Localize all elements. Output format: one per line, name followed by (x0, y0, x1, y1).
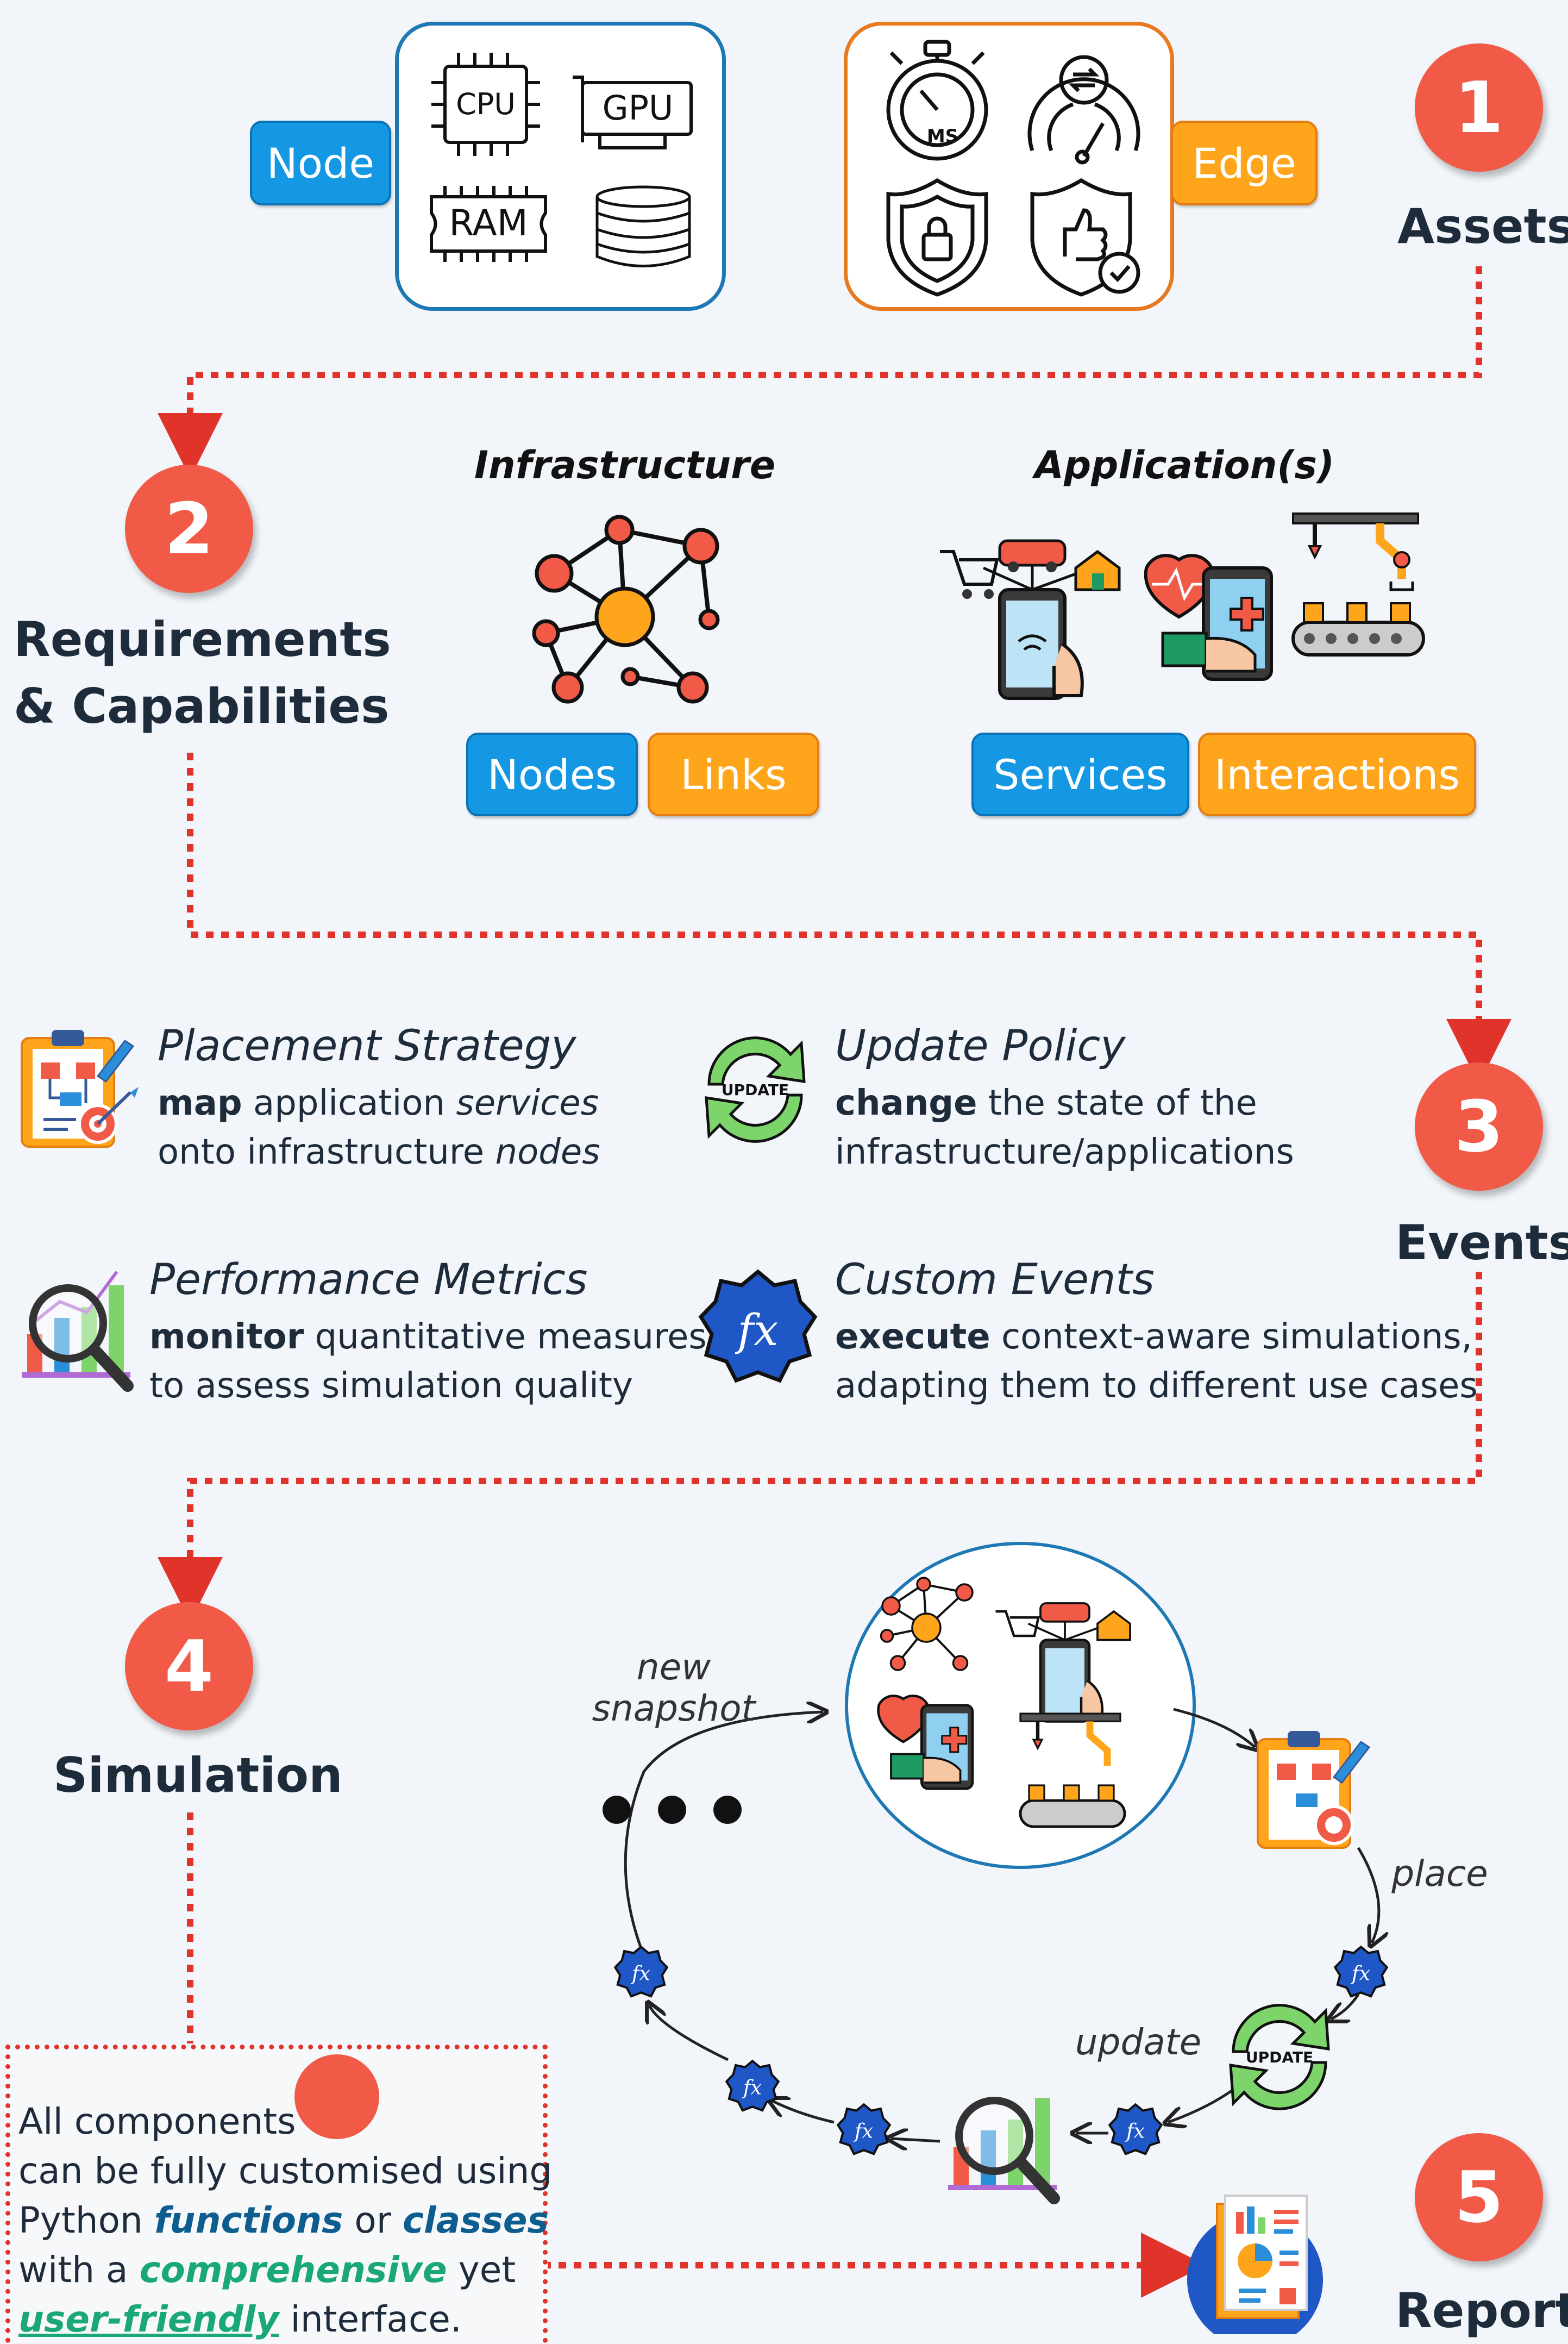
svg-text:CPU: CPU (456, 87, 516, 121)
svg-text:MS: MS (927, 126, 958, 147)
step-4-title: Simulation (53, 1747, 343, 1803)
cycle-metrics-icon (948, 2097, 1060, 2204)
step-2-title-line1: Requirements (14, 611, 391, 667)
svg-text:GPU: GPU (603, 88, 674, 128)
cpu-icon: CPU (431, 53, 540, 156)
nodes-tag: Nodes (466, 733, 638, 816)
custom-events-title: Custom Events (835, 1255, 1155, 1304)
step-4-badge: 4 (125, 1602, 253, 1730)
arrow-place-fx (1357, 1847, 1379, 1943)
node-assets-box: CPU GPU RAM (395, 22, 726, 311)
node-tag: Node (250, 121, 391, 205)
links-tag: Links (648, 733, 819, 816)
step-5-badge: 5 (1415, 2133, 1543, 2261)
cycle-placement-icon (1257, 1731, 1371, 1849)
svg-text:RAM: RAM (449, 202, 528, 244)
place-label: place (1391, 1853, 1488, 1895)
svg-text:UPDATE: UPDATE (722, 1081, 789, 1099)
applications-illustration (940, 512, 1425, 700)
arrow-metrics-fx (891, 2139, 940, 2141)
cycle-fx-icon-3: fx (837, 2103, 891, 2155)
cycle-fx-icon-4: fx (725, 2060, 780, 2112)
step-5-title: Report (1395, 2283, 1568, 2339)
step-1-badge: 1 (1415, 43, 1543, 172)
note-decoration-circle (294, 2054, 379, 2139)
update-policy-title: Update Policy (835, 1022, 1126, 1071)
customisation-note-text: All components can be fully customised u… (18, 2101, 553, 2340)
customisation-note (5, 2045, 548, 2343)
arrow-fx-up (649, 2005, 729, 2061)
edge-assets-box: MS (844, 22, 1174, 311)
placement-strategy-icon (21, 1030, 139, 1148)
infrastructure-heading: Infrastructure (474, 443, 776, 487)
update-policy-desc: change the state of the infrastructure/a… (835, 1083, 1294, 1172)
arrow-fx-fx (772, 2101, 835, 2124)
report-icon (1187, 2195, 1323, 2334)
new-snapshot-label: new snapshot (592, 1646, 756, 1729)
ellipsis-dots (603, 1796, 742, 1824)
cycle-fx-icon-1: fx (1334, 1946, 1388, 1998)
update-icon: UPDATE (705, 1036, 806, 1143)
healthcare-phone (1144, 554, 1273, 681)
stopwatch-ms-icon: MS (886, 40, 988, 161)
svg-text:fx: fx (630, 1962, 650, 1985)
services-tag: Services (971, 733, 1189, 816)
edge-tag: Edge (1171, 121, 1318, 205)
interactions-tag: Interactions (1198, 733, 1476, 816)
smart-city-phone (940, 539, 1121, 700)
step-3-badge: 3 (1415, 1062, 1543, 1191)
arrow-fx-update (1331, 1993, 1360, 2019)
cycle-fx-icon-2: fx (1108, 2103, 1163, 2155)
step-1-title: Assets (1397, 198, 1568, 254)
svg-text:fx: fx (742, 2076, 762, 2099)
factory-robot (1291, 512, 1425, 657)
performance-metrics-title: Performance Metrics (149, 1255, 588, 1304)
cycle-update-icon: UPDATE (1229, 2004, 1330, 2110)
connector-2-3 (187, 753, 1511, 1084)
security-shield-icon (886, 178, 988, 297)
step-2-title-line2: & Capabilities (14, 678, 390, 734)
connector-1-2 (158, 266, 1482, 478)
function-fx-icon: fx (698, 1269, 818, 1383)
custom-events-desc: execute context-aware simulations, adapt… (835, 1317, 1478, 1406)
applications-heading: Application(s) (1034, 443, 1335, 487)
arrow-up-left (624, 1712, 823, 1949)
arrow-update-fx (1168, 2088, 1234, 2122)
trust-shield-icon (1030, 178, 1140, 297)
performance-metrics-icon (22, 1271, 134, 1392)
svg-text:UPDATE: UPDATE (1246, 2048, 1313, 2066)
gpu-icon: GPU (573, 76, 693, 149)
svg-text:fx: fx (735, 1305, 779, 1355)
connector-3-4 (158, 1272, 1482, 1622)
ram-icon: RAM (430, 186, 547, 262)
placement-strategy-desc: map application services onto infrastruc… (158, 1083, 600, 1172)
performance-metrics-desc: monitor quantitative measures to assess … (149, 1317, 707, 1406)
svg-text:fx: fx (1125, 2120, 1145, 2143)
placement-strategy-title: Placement Strategy (158, 1022, 576, 1071)
snapshot-contents (877, 1577, 1131, 1828)
step-3-title: Events (1395, 1215, 1568, 1271)
update-label: update (1075, 2021, 1202, 2063)
network-graph-icon (532, 515, 720, 704)
svg-text:fx: fx (853, 2120, 873, 2143)
bandwidth-gauge-icon (1027, 55, 1140, 165)
step-2-badge: 2 (125, 465, 253, 593)
arrow-to-place (1173, 1708, 1255, 1747)
cycle-fx-icon-5: fx (614, 1946, 668, 1998)
svg-text:fx: fx (1350, 1962, 1370, 1985)
database-icon (595, 185, 691, 267)
